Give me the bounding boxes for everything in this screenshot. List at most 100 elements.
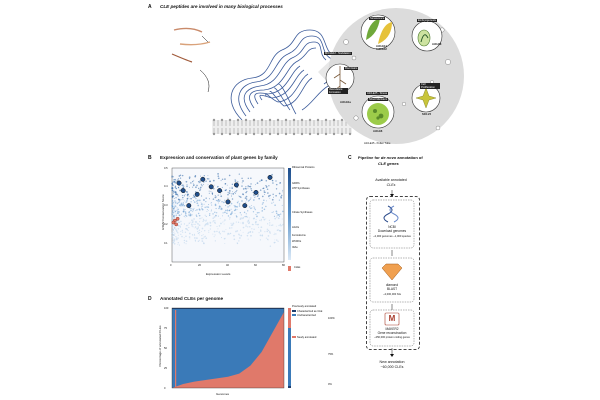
scatter-cloud-point bbox=[217, 177, 220, 180]
scatter-cloud-point bbox=[276, 216, 278, 218]
scatter-cloud-point bbox=[200, 183, 202, 185]
scatter-family-point bbox=[194, 191, 200, 197]
scatter-cloud-point bbox=[216, 225, 218, 228]
scatter-cloud-point bbox=[173, 179, 175, 181]
scatter-cloud-point bbox=[224, 201, 226, 203]
scatter-ytick: 0.2 bbox=[164, 222, 168, 226]
scatter-cloud-point bbox=[258, 197, 260, 200]
scatter-cloud-point bbox=[203, 203, 205, 205]
scatter-cloud-point bbox=[186, 228, 188, 231]
scatter-cloud-point bbox=[250, 183, 252, 185]
scatter-cloud-point bbox=[281, 204, 283, 206]
scatter-cloud-point bbox=[177, 227, 180, 230]
scatter-cloud-point bbox=[231, 183, 234, 186]
scatter-cloud-point bbox=[171, 231, 173, 233]
scatter-cloud-point bbox=[174, 186, 177, 189]
scatter-cloud-point bbox=[176, 179, 179, 181]
scatter-cloud-point bbox=[278, 229, 280, 231]
scatter-cloud-point bbox=[273, 241, 276, 244]
scatter-cloud-point bbox=[259, 234, 262, 237]
area-ytick: 50 bbox=[164, 346, 167, 350]
scatter-cloud-point bbox=[198, 182, 200, 184]
scatter-cloud-point bbox=[175, 229, 178, 232]
scatter-cloud-point bbox=[222, 215, 224, 217]
scatter-cloud-point bbox=[222, 201, 225, 204]
scatter-cloud-point bbox=[245, 191, 247, 194]
scatter-cloud-point bbox=[201, 231, 203, 232]
scatter-cloud-point bbox=[230, 224, 233, 226]
scatter-cloud-point bbox=[201, 206, 203, 208]
scatter-cloud-point bbox=[174, 204, 176, 206]
scatter-cloud-point bbox=[271, 202, 273, 204]
scatter-cloud-point bbox=[218, 207, 220, 210]
scatter-cloud-point bbox=[255, 195, 256, 197]
scatter-cloud-point bbox=[180, 199, 182, 201]
scatter-cloud-point bbox=[188, 226, 190, 229]
scatter-cloud-point bbox=[211, 191, 213, 193]
scatter-cloud-point bbox=[185, 180, 188, 183]
step1-detail: ~2,000 genomes ~1,000 species bbox=[373, 235, 411, 238]
scatter-cloud-point bbox=[182, 204, 184, 206]
scatter-family-point bbox=[233, 182, 239, 188]
scatter-cloud-point bbox=[250, 234, 252, 237]
scatter-cloud-point bbox=[261, 206, 263, 208]
scatter-cloud-point bbox=[177, 211, 180, 213]
scatter-cloud-point bbox=[268, 185, 270, 187]
scatter-cloud-point bbox=[173, 232, 175, 233]
scatter-cloud-point bbox=[207, 206, 210, 208]
scatter-cloud-point bbox=[274, 217, 277, 220]
scatter-cloud-point bbox=[171, 235, 173, 237]
scatter-cloud-point bbox=[196, 202, 199, 205]
scatter-cloud-point bbox=[229, 233, 231, 235]
scatter-cloud-point bbox=[263, 208, 266, 211]
scatter-cloud-point bbox=[183, 195, 185, 197]
scatter-cloud-point bbox=[206, 178, 209, 180]
scatter-cloud-point bbox=[215, 199, 218, 202]
scatter-cloud-point bbox=[172, 207, 173, 209]
scatter-xtick: 60 bbox=[254, 264, 257, 267]
senescence-circle bbox=[360, 14, 396, 50]
peptide-strand-3 bbox=[171, 53, 193, 63]
scatter-cloud-point bbox=[173, 238, 176, 240]
family-label: GPATs bbox=[292, 182, 300, 185]
scatter-cloud-point bbox=[250, 207, 252, 210]
scatter-cloud-point bbox=[185, 215, 188, 217]
scatter-cloud-point bbox=[172, 195, 175, 198]
scatter-cloud-point bbox=[197, 223, 199, 225]
scatter-cloud-point bbox=[194, 175, 197, 177]
scatter-cloud-point bbox=[272, 193, 274, 196]
scatter-cloud-point bbox=[246, 190, 248, 193]
scatter-cloud-point bbox=[265, 180, 268, 182]
scatter-cloud-point bbox=[190, 182, 192, 184]
scatter-cloud-point bbox=[198, 199, 201, 202]
panel-b-title: Expression and conservation of plant gen… bbox=[160, 155, 278, 160]
scatter-cloud-point bbox=[227, 193, 229, 196]
scatter-cloud-point bbox=[171, 202, 174, 205]
scatter-cloud-point bbox=[175, 238, 178, 241]
scatter-cloud-point bbox=[191, 225, 193, 227]
scatter-cloud-point bbox=[213, 230, 216, 233]
scatter-family-point bbox=[208, 184, 214, 190]
scatter-family-point bbox=[186, 203, 192, 209]
scatter-cloud-point bbox=[225, 229, 227, 231]
scatter-cloud-point bbox=[193, 195, 196, 198]
scatter-cloud-point bbox=[172, 193, 174, 194]
scatter-cloud-point bbox=[188, 176, 191, 179]
scatter-cloud-point bbox=[245, 215, 247, 218]
scatter-cloud-point bbox=[207, 203, 210, 206]
scatter-cloud-point bbox=[214, 211, 216, 213]
scatter-cloud-point bbox=[185, 214, 187, 216]
scatter-cloud-point bbox=[183, 242, 185, 244]
scatter-cloud-point bbox=[177, 242, 179, 244]
scatter-cloud-point bbox=[214, 204, 217, 207]
scatter-cloud-point bbox=[222, 212, 224, 214]
scatter-cloud-point bbox=[200, 195, 203, 197]
scatter-cloud-point bbox=[186, 224, 188, 227]
scatter-cloud-point bbox=[197, 240, 200, 242]
scatter-cloud-point bbox=[266, 200, 268, 202]
scatter-cloud-point bbox=[199, 221, 201, 223]
step1-desc: Download genomes bbox=[377, 229, 407, 233]
scatter-cloud-point bbox=[280, 197, 282, 199]
scatter-cloud-point bbox=[205, 197, 207, 199]
scatter-cloud-point bbox=[196, 200, 198, 202]
